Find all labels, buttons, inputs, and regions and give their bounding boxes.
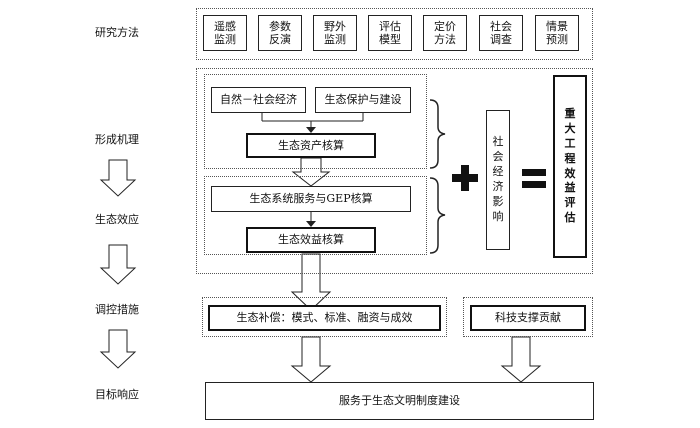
natural-socioeconomic-box: 自然－社会经济 <box>211 87 306 113</box>
method-line-1: 定价 <box>434 20 456 33</box>
method-evaluation-model: 评估模型 <box>368 15 412 51</box>
method-line-1: 社会 <box>490 20 512 33</box>
eco-compensation-box: 生态补偿：模式、标准、融资与成效 <box>208 305 441 331</box>
brace-top <box>429 99 446 169</box>
label-regulation-measures: 调控措施 <box>95 303 139 316</box>
result-char: 程 <box>564 151 576 165</box>
plus-icon <box>452 165 478 191</box>
method-line-1: 野外 <box>324 20 346 33</box>
eco-benefit-accounting-box: 生态效益核算 <box>246 227 376 253</box>
eco-asset-accounting-box: 生态资产核算 <box>246 133 376 158</box>
core-panel <box>196 68 593 274</box>
method-pricing: 定价方法 <box>423 15 467 51</box>
method-line-1: 评估 <box>379 20 401 33</box>
impact-char: 影 <box>492 194 504 208</box>
impact-char: 会 <box>492 150 504 164</box>
result-char: 重 <box>564 107 576 121</box>
eco-civilization-box: 服务于生态文明制度建设 <box>205 382 594 420</box>
impact-char: 响 <box>492 209 504 223</box>
result-char: 益 <box>564 181 576 195</box>
label-target-response: 目标响应 <box>95 388 139 401</box>
method-line-2: 监测 <box>214 33 236 46</box>
gep-accounting-box: 生态系统服务与GEP核算 <box>211 186 411 212</box>
project-benefit-evaluation-box: 重 大 工 程 效 益 评 估 <box>553 75 587 258</box>
method-line-2: 监测 <box>324 33 346 46</box>
merge-arrowhead <box>306 127 316 133</box>
tech-to-target-arrow <box>500 336 542 383</box>
impact-char: 济 <box>492 180 504 193</box>
asset-to-gep-arrow <box>291 157 331 187</box>
left-arrow-3 <box>99 329 137 369</box>
merge-connector <box>261 113 364 128</box>
compensation-to-target-arrow <box>290 336 332 383</box>
method-line-1: 参数 <box>269 20 291 33</box>
method-line-2: 预测 <box>546 33 568 46</box>
equals-icon <box>522 169 546 188</box>
method-line-2: 调查 <box>490 33 512 46</box>
tech-support-box: 科技支撑贡献 <box>470 305 586 331</box>
mechanism-subpanel <box>204 74 427 169</box>
compensation-panel <box>202 297 447 337</box>
label-research-method: 研究方法 <box>95 26 139 39</box>
method-line-2: 反演 <box>269 33 291 46</box>
method-social-survey: 社会调查 <box>479 15 523 51</box>
method-line-2: 方法 <box>434 33 456 46</box>
effect-subpanel <box>204 176 427 255</box>
tech-panel <box>463 297 593 337</box>
impact-char: 经 <box>492 165 504 179</box>
method-scenario-prediction: 情景预测 <box>535 15 579 51</box>
methods-panel <box>196 8 593 60</box>
method-line-1: 情景 <box>546 20 568 33</box>
method-remote-sensing: 遥感监测 <box>203 15 247 51</box>
impact-char: 社 <box>492 135 504 149</box>
eco-protection-box: 生态保护与建设 <box>315 87 411 113</box>
socioeconomic-impact-box: 社 会 经 济 影 响 <box>486 110 510 250</box>
method-field-monitoring: 野外监测 <box>313 15 357 51</box>
method-line-1: 遥感 <box>214 20 236 33</box>
label-ecological-effect: 生态效应 <box>95 213 139 226</box>
method-parameter-inversion: 参数反演 <box>258 15 302 51</box>
result-char: 大 <box>564 121 576 135</box>
label-formation-mechanism: 形成机理 <box>95 133 139 146</box>
benefit-to-compensation-arrow <box>290 253 332 311</box>
gep-to-benefit-head <box>306 221 316 227</box>
result-char: 效 <box>564 166 576 180</box>
left-arrow-1 <box>99 159 137 197</box>
brace-bottom <box>429 177 446 254</box>
result-char: 估 <box>564 211 576 225</box>
result-char: 评 <box>564 196 576 210</box>
method-line-2: 模型 <box>379 33 401 46</box>
result-char: 工 <box>564 136 576 150</box>
left-arrow-2 <box>99 244 137 285</box>
